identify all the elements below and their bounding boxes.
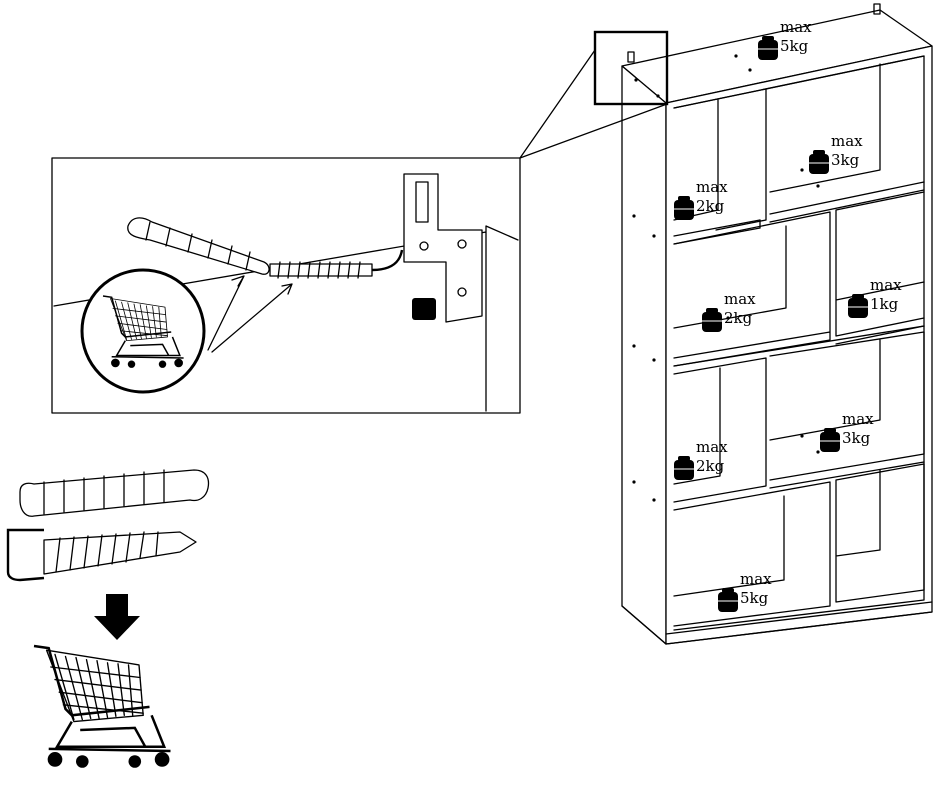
cart-circle bbox=[80, 268, 206, 394]
part-label: M bbox=[417, 303, 431, 318]
load-limit-value: 1kg bbox=[870, 295, 899, 313]
load-limit-label: max bbox=[780, 18, 812, 36]
load-limit-label: max bbox=[831, 132, 863, 150]
wall-plug-icon bbox=[127, 217, 270, 275]
down-arrow-icon bbox=[94, 594, 140, 640]
load-limit-value: 3kg bbox=[831, 151, 860, 169]
load-limit-value: 2kg bbox=[696, 197, 725, 215]
wall-bracket-icon bbox=[403, 173, 483, 323]
load-limit-value: 5kg bbox=[780, 37, 809, 55]
shopping-cart-icon bbox=[32, 644, 172, 770]
load-limit-label: max bbox=[724, 290, 756, 308]
load-limit-value: 3kg bbox=[842, 429, 871, 447]
load-limit-value: 2kg bbox=[696, 457, 725, 475]
load-limit-value: 2kg bbox=[724, 309, 753, 327]
load-limit-label: max bbox=[842, 410, 874, 428]
load-limit-label: max bbox=[696, 178, 728, 196]
screw-hook-icon bbox=[269, 249, 404, 279]
load-limit-value: 5kg bbox=[740, 589, 769, 607]
detail-inset: M bbox=[51, 157, 521, 414]
load-limit-label: max bbox=[870, 276, 902, 294]
zoom-frame bbox=[593, 30, 669, 106]
load-limit-label: max bbox=[740, 570, 772, 588]
load-limit-label: max bbox=[696, 438, 728, 456]
bookcase bbox=[621, 3, 933, 645]
screw-hook-icon bbox=[6, 528, 197, 582]
load-limit-labels: max5kgmax3kgmax2kgmax2kgmax1kgmax3kgmax2… bbox=[673, 18, 902, 613]
wall-plug-icon bbox=[19, 469, 210, 517]
bookcase-side-panel bbox=[621, 65, 667, 645]
part-label-badge bbox=[412, 298, 436, 320]
hardware-parts bbox=[6, 469, 210, 770]
